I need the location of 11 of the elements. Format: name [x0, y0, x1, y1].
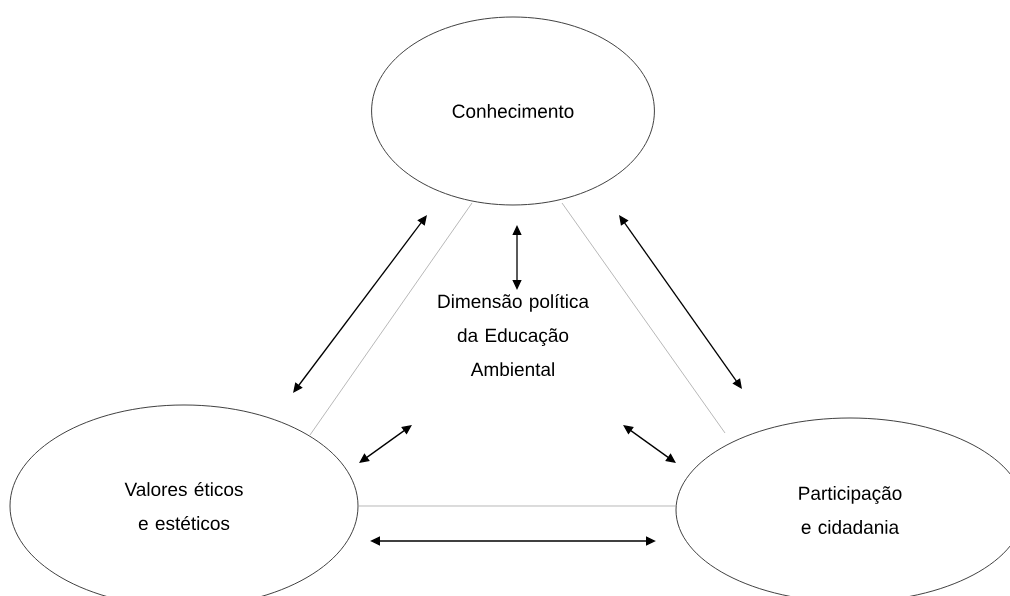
double-arrow	[512, 225, 522, 290]
connector-line	[309, 202, 473, 436]
double-arrow	[619, 215, 742, 389]
double-arrow	[293, 215, 427, 393]
center-text: Dimensão política da Educação Ambiental	[438, 293, 589, 377]
connector-line	[357, 505, 677, 507]
ellipse-node: Conhecimento	[371, 16, 655, 206]
double-arrow	[359, 425, 412, 463]
connector-line	[561, 202, 726, 434]
double-arrow	[623, 425, 676, 463]
double-arrow	[370, 536, 656, 546]
